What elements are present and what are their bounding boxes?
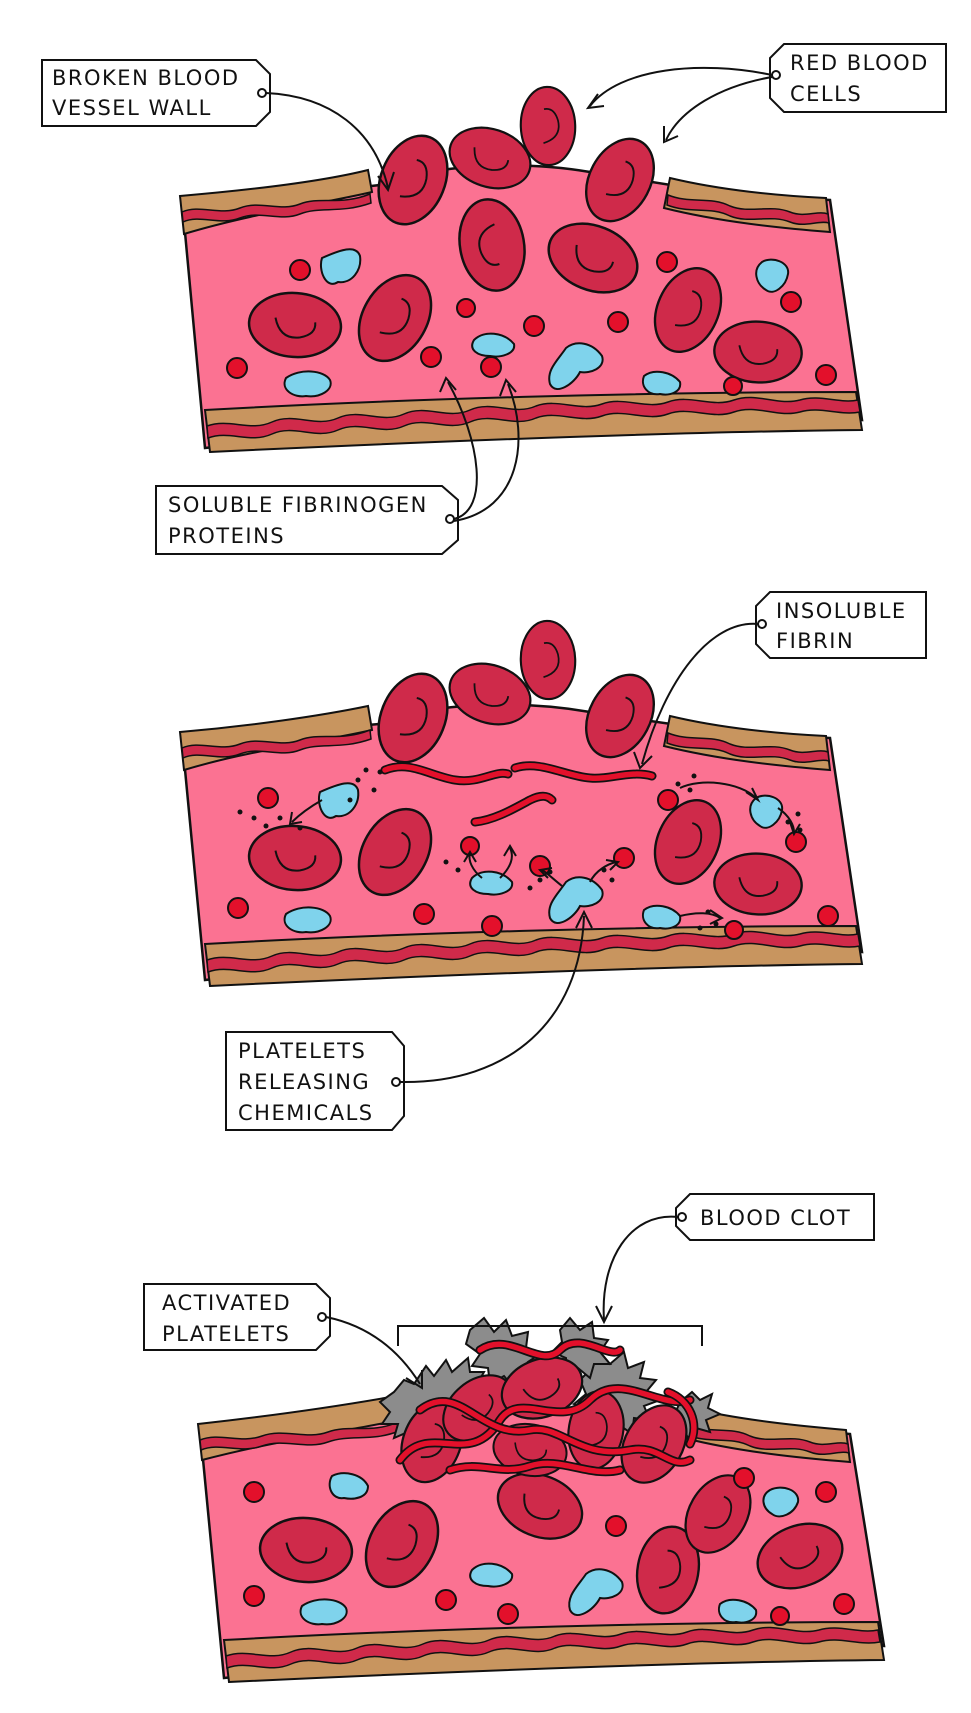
arrow-head [405,1370,423,1390]
leader-line [641,622,759,765]
arrow-head [595,1305,613,1325]
arrow-head [377,171,395,193]
wall-layer [666,731,830,764]
label-red-blood-cells: RED BLOOD CELLS [769,43,947,113]
platelet [299,1598,348,1626]
vessel-segment [178,703,864,988]
release-arrows [288,781,801,925]
label-line: INSOLUBLE [776,599,907,623]
platelet [642,904,682,930]
label-line: FIBRIN [776,629,854,653]
label-line: VESSEL WALL [52,96,212,120]
label-insoluble-fibrin: INSOLUBLE FIBRIN [755,591,927,659]
label-line: CHEMICALS [238,1101,374,1125]
wall-layer [206,396,861,440]
platelet [548,342,604,390]
blood-clot [378,1316,723,1496]
label-line: BLOOD CLOT [700,1206,851,1230]
platelet [283,906,332,934]
label-line: CELLS [790,82,862,106]
panel-blood-clot: BLOOD CLOT ACTIVATED PLATELETS [143,1193,886,1684]
vessel-segment [178,164,864,454]
label-line: PROTEINS [168,524,285,548]
label-soluble-fibrinogen: SOLUBLE FIBRINOGEN PROTEINS [155,485,459,555]
leader-line [325,1316,421,1385]
label-line: BROKEN BLOOD [52,66,240,90]
leader-line [665,76,773,141]
label-activated-platelets: ACTIVATED PLATELETS [143,1283,331,1351]
vessel-segment [196,1394,886,1684]
leader-line [265,92,389,189]
platelet [718,1598,758,1624]
wall-layer [181,192,372,224]
fibrinogen-protein-group [227,787,839,940]
leader-line [399,915,585,1084]
label-platelets-releasing: PLATELETS RELEASING CHEMICALS [225,1031,405,1131]
platelet [548,876,604,924]
platelet [283,370,332,398]
clot-bracket [397,1325,703,1346]
platelet [471,332,516,358]
label-blood-clot: BLOOD CLOT [675,1193,875,1241]
fibrinogen-protein-group [243,1467,855,1626]
platelet-group [283,248,790,398]
platelet-group [283,782,784,934]
wall-layer [686,1423,850,1456]
arrow-head [575,909,593,929]
leader-line [453,383,520,522]
platelet [755,258,790,293]
label-broken-vessel-wall: BROKEN BLOOD VESSEL WALL [41,59,271,127]
wall-layer [225,1626,881,1670]
label-line: ACTIVATED [162,1291,291,1315]
platelet [469,1562,514,1588]
leader-line [589,66,773,107]
platelet [749,794,784,829]
arrow-head [585,93,605,110]
wall-layer [666,193,830,226]
arrow-head [633,751,653,770]
leader-line [602,1215,679,1321]
platelet [320,248,362,285]
fibrin-mesh [395,1338,699,1477]
panel-fibrin-formation: INSOLUBLE FIBRIN PLATELETS RELEASING CHE… [178,591,927,1131]
platelet [318,782,360,819]
platelet [642,370,682,396]
fibrin-strands [380,761,657,827]
platelet [762,1486,800,1518]
label-line: RELEASING [238,1070,370,1094]
arrow-head [663,126,679,144]
arrow-head [499,378,517,397]
platelet-group [299,1472,800,1626]
leader-line [447,381,478,520]
released-chemicals [237,767,803,931]
label-line: PLATELETS [238,1039,366,1063]
wall-layer [181,728,372,760]
platelet [568,1568,624,1616]
wall-layer [206,930,861,974]
label-line: PLATELETS [162,1322,290,1346]
label-line: SOLUBLE FIBRINOGEN [168,493,428,517]
arrow-head [439,376,457,393]
fibrinogen-protein-group [226,251,837,396]
label-line: RED BLOOD [790,51,929,75]
platelet [328,1472,370,1500]
panel-broken-vessel: BROKEN BLOOD VESSEL WALL RED BLOOD CELLS… [41,43,947,555]
